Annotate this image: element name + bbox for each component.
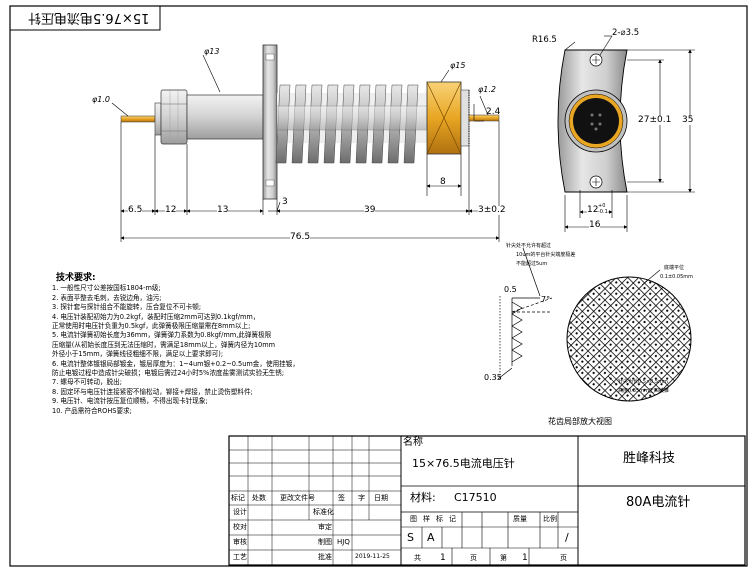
tech-item: 3. 探针套与探针组合不能旋转，压合复位不可卡顿; [52,303,202,312]
row-label-process: 工艺 [233,553,247,561]
dim-39: 39 [364,205,376,215]
bottom-flat-1: 底端平位 [664,265,685,271]
dim-76-5: 76.5 [290,232,311,242]
row-mid-standard: 标准化 [313,508,334,516]
tech-item: 压缩量(从初始长度压到无法压缩时，需满足18mm以上，弹簧内径为10mm [52,340,276,349]
diameter-13-label: φ13 [204,47,220,56]
diameter-1-2-label: φ1.2 [478,85,496,94]
row-mid-ratify: 批准 [318,553,332,561]
tip-angle: 7° [541,295,551,304]
sheet-value: 1 [522,553,528,563]
rev-header-sign: 签 [338,494,345,502]
width-12-tol-lower: -0.1 [598,209,608,215]
tech-item: 2. 表面平整去毛刺，去锐边角，油污; [52,293,162,302]
rev-header-doc: 更改文件号 [280,494,315,502]
width-12-label: 12 [587,205,599,215]
spring-coils [275,84,419,164]
dim-8-label: 8 [440,177,446,187]
dim-6-5: 6.5 [128,205,143,215]
left-tip [120,115,156,123]
tip-detail [497,247,553,380]
pin-side-view [120,44,500,200]
tip-note-2: 10um的平台针尖端度极差 [516,252,576,258]
dim-3-tol: 3±0.2 [478,205,506,215]
hex-nut [160,89,188,145]
end-view [557,49,628,193]
tech-heading: 技术要求: [56,273,96,283]
width-16-label: 16 [589,220,601,230]
stage-cell-a: A [427,531,435,544]
name-label: 名称 [403,437,423,448]
tip-note-3: 不能超过5um [516,261,548,267]
flange-plate [262,44,278,200]
bottom-flat-2: 0.1±0.05mm [660,274,694,280]
part-name: 80A电流针 [626,495,691,510]
row-label-check: 校对 [233,523,247,531]
dim-2-4-label: 2.4 [486,107,501,117]
company-name: 胜峰科技 [623,451,676,466]
row-label-review: 审核 [233,538,247,546]
material-value: C17510 [454,491,497,504]
diameter-15-label: φ15 [450,61,466,70]
tip-note-1: 针尖处不允许有超过 [506,243,552,249]
dim-12: 12 [165,205,177,215]
detail-caption: 花齿局部放大视图 [548,417,612,426]
sheet-unit: 页 [560,554,567,562]
material-label: 材料: [410,491,436,504]
tech-item: 防止电镀过程中造成针尖破损；电镀后需过24小时5%浓度盐雾测试实验无生锈; [52,369,285,378]
top-label: 15×76.5电流电压针 [28,10,150,25]
tip-grid-circle [566,276,692,402]
tech-item: 1. 一般性尺寸公差按国标1804-m级; [52,284,161,293]
tech-item: 5. 电流针弹簧初始长度为36mm，弹簧弹力系数为0.8kgf/mm,此弹簧极限 [52,331,272,340]
tech-item: 7. 螺母不可转动，脱出; [52,378,122,387]
row-mid-approve1: 审定 [318,523,332,531]
tip-dim-1: 针尖为长0.5×0.5mm [618,379,668,385]
rev-header-char: 字 [358,494,365,502]
tech-item: 外径小于15mm，弹簧线径粗细不限，满足以上要求即可); [52,350,224,359]
title-block [228,435,746,566]
rev-header-mark: 标记 [231,494,245,502]
page-label: 页 [470,554,477,562]
stage-header: 图样标记 [410,515,462,523]
tip-dim-2: 高度0.35mm正四棱锥 [618,388,669,394]
height-27-label: 27±0.1 [638,115,672,125]
scale-header: 比例 [543,515,557,523]
height-35-label: 35 [682,115,694,125]
body-cylinder [186,94,264,140]
width-12-tol-upper: +0 [598,203,606,209]
sheet-border [9,5,748,567]
radius-label: R16.5 [532,35,557,45]
tech-item: 10. 产品需符合ROHS要求; [52,406,132,415]
rev-header-date: 日期 [374,494,388,502]
diameter-1-label: φ1.0 [92,95,110,104]
tech-item: 正常使用时电压针负重为0.5kgf，此弹簧极限压缩量需在8mm以上; [52,322,251,331]
scale-value: / [565,531,569,544]
name-value: 15×76.5电流电压针 [412,457,515,470]
row-label-design: 设计 [233,508,247,516]
tech-item: 9. 电压针、电流针按压复位顺畅，不得出现卡针现象; [52,397,208,406]
holes-label: 2-⌀3.5 [612,28,640,38]
tech-item: 6. 电流针整体镀银局部镀金，镀层厚度为：1~4um银+0.2~0.5um金，使… [52,359,299,368]
total-label: 共 [414,554,421,562]
row-mid-draw: 制图 [318,538,332,546]
top-label-box [9,5,161,31]
tip-dim-0-5: 0.5 [504,285,517,294]
date-value: 2019-11-25 [355,553,390,560]
weight-header: 质量 [513,515,527,523]
tech-item: 4. 电压针装配初始力为0.2kgf，装配时压缩2mm可达到0.1kgf/mm， [52,312,260,321]
drafter-name: HJQ [337,538,350,546]
tech-requirements: 技术要求: 1. 一般性尺寸公差按国标1804-m级; 2. 表面平整去毛刺，去… [52,273,299,416]
stage-cell-s: S [407,531,414,544]
dim-13: 13 [217,205,229,215]
tip-dim-0-35: 0.35 [484,373,502,382]
dim-3: 3 [282,197,288,207]
tech-item: 8. 固定环与电压针连接紧密不愉松动，铆接+焊接，禁止烫伤塑料件; [52,387,253,396]
sheet-label: 第 [500,554,507,562]
total-value: 1 [440,553,446,563]
rev-header-count: 处数 [252,494,266,502]
